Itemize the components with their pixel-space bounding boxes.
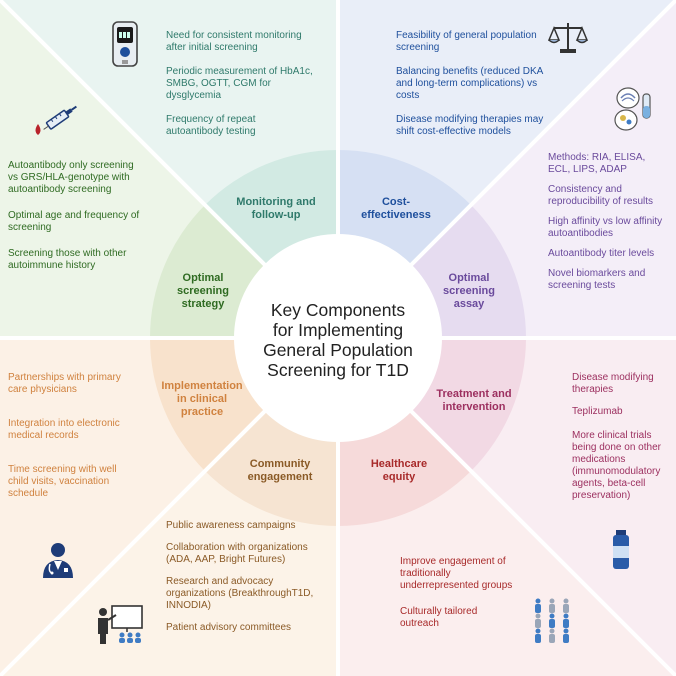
label-equity: Healthcare equity xyxy=(356,458,442,484)
community-items: Public awareness campaigns Collaboration… xyxy=(166,520,316,634)
monitoring-items: Need for consistent monitoring after ini… xyxy=(166,30,314,138)
strategy-item: Autoantibody only screening vs GRS/HLA-g… xyxy=(8,160,134,195)
community-item: Collaboration with organizations (ADA, A… xyxy=(166,542,308,565)
treatment-item: Disease modifying therapies xyxy=(572,372,654,395)
label-equity-line1: Healthcare xyxy=(370,458,428,470)
label-cost-line2: effectiveness xyxy=(361,209,431,221)
center-title-line1: Key Components xyxy=(270,300,406,320)
label-implementation-line3: practice xyxy=(180,406,224,418)
cost-item: Balancing benefits (reduced DKA and long… xyxy=(396,66,543,101)
community-item: Patient advisory committees xyxy=(166,622,292,633)
label-assay-line3: assay xyxy=(453,298,485,310)
cost-items: Feasibility of general population screen… xyxy=(396,30,560,138)
label-implementation-line1: Implementation xyxy=(161,380,243,392)
label-assay-line2: screening xyxy=(443,285,495,297)
monitoring-item: Need for consistent monitoring after ini… xyxy=(166,30,302,53)
label-monitoring-line1: Monitoring and xyxy=(236,196,316,208)
label-strategy: Optimal screening strategy xyxy=(158,272,248,311)
label-implementation-line2: in clinical xyxy=(176,393,228,405)
cost-item: Disease modifying therapies may shift co… xyxy=(396,114,544,137)
center-title-line4: Screening for T1D xyxy=(267,360,409,380)
strategy-item: Screening those with other autoimmune hi… xyxy=(8,248,127,271)
label-community-line1: Community xyxy=(249,458,311,470)
medicine-vial-icon xyxy=(613,530,629,569)
center-circle xyxy=(234,234,442,442)
equity-item: Improve engagement of traditionally unde… xyxy=(400,556,513,591)
equity-item: Culturally tailored outreach xyxy=(400,606,478,629)
people-group-icon xyxy=(535,598,569,643)
treatment-item: Teplizumab xyxy=(572,406,623,417)
label-monitoring-line2: follow-up xyxy=(251,209,301,221)
equity-items: Improve engagement of traditionally unde… xyxy=(400,556,516,630)
strategy-item: Optimal age and frequency of screening xyxy=(8,210,140,233)
treatment-items: Disease modifying therapies Teplizumab M… xyxy=(572,372,668,502)
monitoring-item: Frequency of repeat autoantibody testing xyxy=(166,114,256,137)
assay-item: Autoantibody titer levels xyxy=(548,248,655,259)
label-assay: Optimal screening assay xyxy=(424,272,514,311)
center-title-line3: General Population xyxy=(263,340,413,360)
label-equity-line2: equity xyxy=(382,471,416,483)
implementation-item: Time screening with well child visits, v… xyxy=(8,464,117,499)
cost-item: Feasibility of general population screen… xyxy=(396,30,537,53)
label-assay-line1: Optimal xyxy=(448,272,490,284)
label-cost: Cost- effectiveness xyxy=(350,196,442,222)
label-strategy-line1: Optimal xyxy=(182,272,224,284)
community-item: Research and advocacy organizations (Bre… xyxy=(166,576,314,611)
assay-item: Methods: RIA, ELISA, ECL, LIPS, ADAP xyxy=(548,152,646,175)
implementation-items: Partnerships with primary care physician… xyxy=(8,372,128,500)
center-title: Key Components for Implementing General … xyxy=(246,300,430,380)
implementation-item: Partnerships with primary care physician… xyxy=(8,372,121,395)
center-title-line2: for Implementing xyxy=(272,320,404,340)
strategy-items: Autoantibody only screening vs GRS/HLA-g… xyxy=(8,160,140,272)
assay-item: High affinity vs low affinity autoantibo… xyxy=(548,216,663,239)
assay-items: Methods: RIA, ELISA, ECL, LIPS, ADAP Con… xyxy=(548,152,666,292)
balance-scale-icon xyxy=(548,23,588,53)
label-community-line2: engagement xyxy=(247,471,313,483)
label-treatment: Treatment and intervention xyxy=(424,388,524,414)
syringe-icon xyxy=(35,105,77,135)
label-cost-line1: Cost- xyxy=(381,196,411,208)
doctor-icon xyxy=(43,543,73,578)
label-treatment-line2: intervention xyxy=(442,401,506,413)
assay-item: Novel biomarkers and screening tests xyxy=(548,268,646,291)
treatment-item: More clinical trials being done on other… xyxy=(572,430,661,501)
label-implementation: Implementation in clinical practice xyxy=(152,380,252,419)
label-strategy-line3: strategy xyxy=(181,298,225,310)
monitoring-item: Periodic measurement of HbA1c, SMBG, OGT… xyxy=(166,66,313,101)
label-monitoring: Monitoring and follow-up xyxy=(222,196,330,222)
community-item: Public awareness campaigns xyxy=(166,520,296,531)
label-treatment-line1: Treatment and xyxy=(436,388,512,400)
glucometer-icon xyxy=(112,21,138,67)
lab-tubes-icon xyxy=(614,87,651,131)
label-community: Community engagement xyxy=(232,458,328,484)
presentation-icon xyxy=(98,605,143,644)
label-strategy-line2: screening xyxy=(177,285,229,297)
assay-item: Consistency and reproducibility of resul… xyxy=(548,184,654,207)
implementation-item: Integration into electronic medical reco… xyxy=(8,418,120,441)
